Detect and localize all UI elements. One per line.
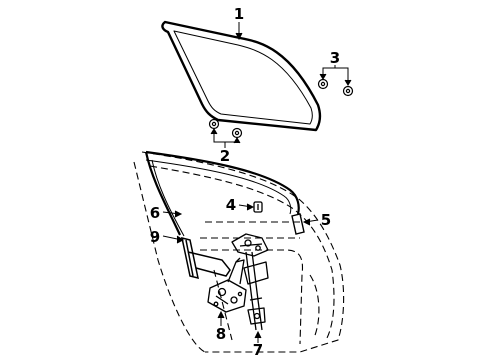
callout-3: 3 [330,49,340,67]
arrow-9 [176,235,184,244]
callout-2: 2 [220,147,230,165]
weatherstrip [144,150,300,237]
arrow-1 [235,32,243,41]
arrow-3a [319,73,327,80]
glass-spacers [208,78,354,139]
arrow-8 [217,310,225,319]
callout-8: 8 [216,325,226,343]
leader-lines [162,22,352,343]
arrow-7 [254,330,262,339]
callout-1: 1 [234,5,244,23]
door-glass [161,20,322,132]
leader-3 [322,65,349,85]
arrow-5 [302,218,311,226]
run-channel [291,213,305,235]
callout-6: 6 [150,204,160,222]
spacer-upper-left [317,78,329,90]
spacer-lower-left [208,118,220,130]
spacer-lower-right [231,127,243,139]
arrow-2a [210,128,218,135]
arrow-2b [233,137,241,144]
callout-5: 5 [321,211,331,229]
arrow-4 [246,203,255,211]
guide-channel [181,236,231,280]
callout-numbers: 1 2 3 4 5 6 7 8 9 [150,5,340,359]
arrow-6 [174,210,183,218]
arrow-3b [344,79,352,86]
clip [253,201,263,213]
regulator-motor [207,257,247,313]
callout-4: 4 [226,196,236,214]
regulator [231,233,269,331]
callout-7: 7 [253,341,263,359]
callout-9: 9 [150,228,160,246]
spacer-upper-right [342,85,354,97]
